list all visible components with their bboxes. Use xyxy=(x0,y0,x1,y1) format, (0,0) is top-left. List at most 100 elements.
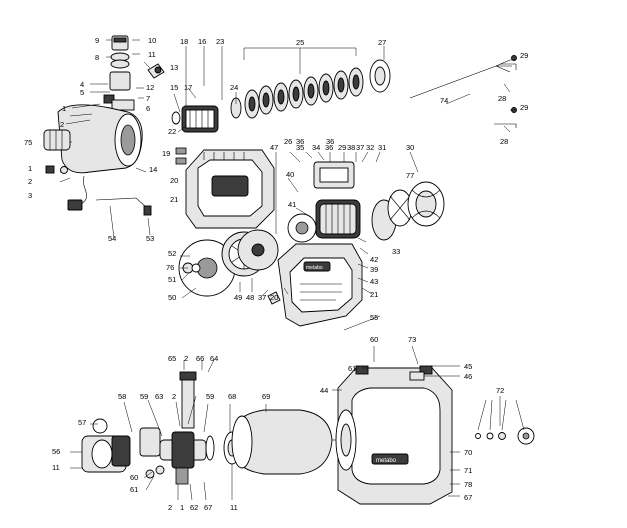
callout-32: 32 xyxy=(366,143,374,152)
callout-26: 26 xyxy=(284,137,292,146)
callout-27: 27 xyxy=(378,38,386,47)
callout-16: 16 xyxy=(198,37,206,46)
callout-29: 29 xyxy=(520,51,528,60)
callout-43: 43 xyxy=(370,277,378,286)
callout-68: 68 xyxy=(228,392,236,401)
callout-61: 61 xyxy=(130,485,138,494)
callout-60b: 60 xyxy=(370,335,378,344)
impeller-stack xyxy=(171,55,517,133)
callout-3: 3 xyxy=(28,191,32,200)
callout-66: 66 xyxy=(196,354,204,363)
callout-61b: 61 xyxy=(348,364,356,373)
callout-39: 39 xyxy=(370,265,378,274)
callout-1c: 1 xyxy=(180,503,184,512)
motor-assembly xyxy=(287,161,445,243)
callout-54: 54 xyxy=(108,234,116,243)
callout-14: 14 xyxy=(149,165,157,174)
base-logo-text: metabo xyxy=(376,458,397,464)
callout-11c: 11 xyxy=(230,503,238,512)
callout-55: 55 xyxy=(370,313,378,322)
callout-67b: 67 xyxy=(464,493,472,502)
callout-40: 40 xyxy=(286,170,294,179)
callout-41: 41 xyxy=(288,200,296,209)
callout-75: 75 xyxy=(24,138,32,147)
callout-17: 17 xyxy=(184,83,192,92)
callout-48: 48 xyxy=(246,293,254,302)
callout-62: 62 xyxy=(190,503,198,512)
callout-44: 44 xyxy=(320,386,328,395)
callout-49: 49 xyxy=(234,293,242,302)
callout-52: 52 xyxy=(168,249,176,258)
callout-34: 34 xyxy=(312,143,320,152)
callout-13: 13 xyxy=(170,63,178,72)
callout-36b: 36 xyxy=(326,137,334,146)
callout-33: 33 xyxy=(392,247,400,256)
callout-45: 45 xyxy=(464,362,472,371)
callout-74: 74 xyxy=(440,96,448,105)
callout-65: 65 xyxy=(168,354,176,363)
callout-2b: 2 xyxy=(28,177,32,186)
pump-head-assembly xyxy=(43,35,165,216)
callout-10: 10 xyxy=(148,36,156,45)
flange-and-seals xyxy=(178,229,279,297)
callout-47: 47 xyxy=(270,143,278,152)
callout-38: 38 xyxy=(347,143,355,152)
callout-59: 59 xyxy=(140,392,148,401)
callout-37: 37 xyxy=(356,143,364,152)
callout-labels: 9 10 8 11 13 4 5 12 7 6 1 2 75 1 2 3 14 … xyxy=(24,36,528,512)
callout-20: 20 xyxy=(170,176,178,185)
callout-2: 2 xyxy=(60,120,64,129)
callout-22: 22 xyxy=(168,127,176,136)
callout-53: 53 xyxy=(146,234,154,243)
callout-19: 19 xyxy=(162,149,170,158)
callout-20b: 20 xyxy=(270,293,278,302)
callout-59b: 59 xyxy=(206,392,214,401)
callout-2e: 2 xyxy=(168,503,172,512)
callout-60: 60 xyxy=(130,473,138,482)
callout-69: 69 xyxy=(262,392,270,401)
callout-28: 28 xyxy=(498,94,506,103)
manifold-assembly xyxy=(81,371,241,485)
callout-76: 76 xyxy=(166,263,174,272)
callout-21: 21 xyxy=(170,195,178,204)
callout-11: 11 xyxy=(148,50,156,59)
callout-15: 15 xyxy=(170,83,178,92)
callout-56: 56 xyxy=(52,447,60,456)
callout-11b: 11 xyxy=(52,463,60,472)
callout-8: 8 xyxy=(95,53,99,62)
callout-46: 46 xyxy=(464,372,472,381)
callout-77: 77 xyxy=(406,171,414,180)
callout-37b: 37 xyxy=(258,293,266,302)
callout-78: 78 xyxy=(464,480,472,489)
callout-35: 35 xyxy=(296,143,304,152)
callout-50: 50 xyxy=(168,293,176,302)
callout-2c: 2 xyxy=(184,354,188,363)
callout-21b: 21 xyxy=(370,290,378,299)
callout-6: 6 xyxy=(146,104,150,113)
callout-5: 5 xyxy=(80,88,84,97)
callout-2d: 2 xyxy=(172,392,176,401)
callout-63: 63 xyxy=(155,392,163,401)
base-housing: metabo xyxy=(335,365,535,505)
callout-51: 51 xyxy=(168,275,176,284)
callout-70: 70 xyxy=(464,448,472,457)
callout-30: 30 xyxy=(406,143,414,152)
callout-7: 7 xyxy=(146,94,150,103)
callout-18: 18 xyxy=(180,37,188,46)
callout-4: 4 xyxy=(80,80,84,89)
callout-36c: 36 xyxy=(325,143,333,152)
callout-71: 71 xyxy=(464,466,472,475)
callout-36: 36 xyxy=(296,137,304,146)
callout-64: 64 xyxy=(210,354,218,363)
callout-9: 9 xyxy=(95,36,99,45)
callout-72: 72 xyxy=(496,386,504,395)
pump-frame xyxy=(175,147,275,229)
callout-67: 67 xyxy=(204,503,212,512)
callout-1: 1 xyxy=(62,104,66,113)
callout-1b: 1 xyxy=(28,164,32,173)
housing-logo-text: metabo xyxy=(306,265,323,271)
lower-housing: metabo xyxy=(267,243,381,331)
pressure-tank xyxy=(231,409,346,475)
leader-lines xyxy=(59,39,525,501)
